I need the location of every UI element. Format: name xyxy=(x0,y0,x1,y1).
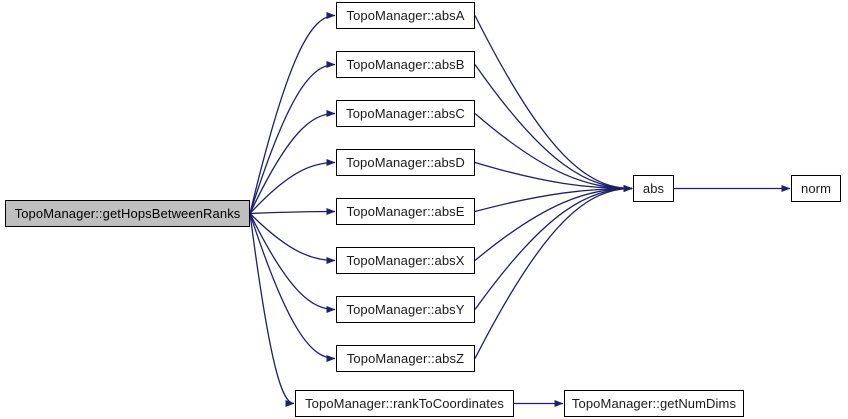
graph-node-absZ[interactable]: TopoManager::absZ xyxy=(336,345,475,372)
graph-node-absD[interactable]: TopoManager::absD xyxy=(336,149,475,176)
graph-node-absX[interactable]: TopoManager::absX xyxy=(336,247,475,274)
graph-edge-getHopsBetweenRanks-to-absA xyxy=(249,12,336,214)
graph-node-absB[interactable]: TopoManager::absB xyxy=(336,51,475,78)
graph-edge-getHopsBetweenRanks-to-absB xyxy=(249,61,336,214)
graph-edge-getHopsBetweenRanks-to-absY xyxy=(249,213,336,313)
graph-node-getNumDims[interactable]: TopoManager::getNumDims xyxy=(564,390,744,417)
graph-edge-getHopsBetweenRanks-to-absZ xyxy=(249,213,336,362)
graph-node-rankToCoordinates[interactable]: TopoManager::rankToCoordinates xyxy=(295,390,514,417)
graph-edge-absX-to-abs xyxy=(474,185,633,262)
graph-edge-absZ-to-abs xyxy=(474,185,633,359)
graph-edge-getHopsBetweenRanks-to-absD xyxy=(249,159,336,214)
graph-edge-getHopsBetweenRanks-to-absE xyxy=(249,208,336,216)
graph-edge-absA-to-abs xyxy=(474,15,633,192)
graph-edge-getHopsBetweenRanks-to-rankToCoordinates xyxy=(249,213,295,407)
graph-edge-absC-to-abs xyxy=(474,113,633,192)
graph-edge-getHopsBetweenRanks-to-absX xyxy=(249,213,336,264)
graph-node-absY[interactable]: TopoManager::absY xyxy=(336,296,475,323)
graph-edge-getHopsBetweenRanks-to-absC xyxy=(249,110,336,214)
graph-node-norm[interactable]: norm xyxy=(791,175,841,202)
graph-node-absA[interactable]: TopoManager::absA xyxy=(336,2,475,29)
graph-node-getHopsBetweenRanks[interactable]: TopoManager::getHopsBetweenRanks xyxy=(5,200,250,227)
graph-node-abs[interactable]: abs xyxy=(633,175,674,202)
graph-node-absC[interactable]: TopoManager::absC xyxy=(336,100,475,127)
graph-node-absE[interactable]: TopoManager::absE xyxy=(336,198,475,225)
